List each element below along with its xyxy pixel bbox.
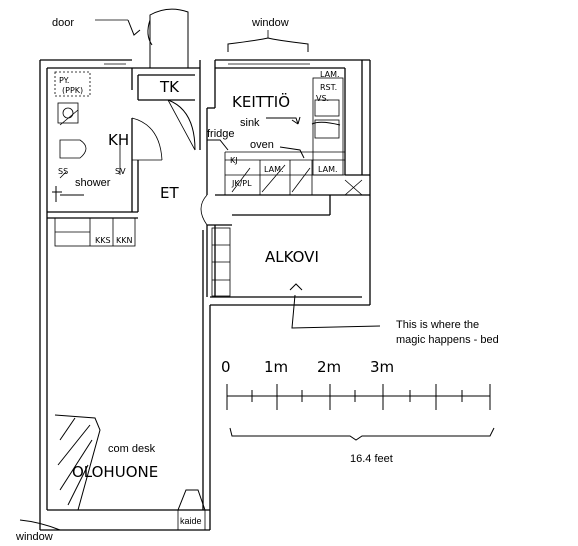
kaide-annotation: kaide [180,516,202,526]
fixture-rst: RST. [320,83,337,92]
fixture-kkn: KKN [116,236,132,245]
room-tk: TK [159,78,180,96]
scale-bar [226,384,495,441]
fridge-annotation: fridge [207,128,235,140]
scale-tick-0: 0 [221,358,231,376]
kitchen-fixtures [224,77,363,196]
et-door [200,194,208,226]
bathroom-fixtures [52,71,121,202]
fixture-ppk: (PPK) [62,86,83,95]
labels: door window sink fridge oven shower com … [15,17,499,543]
fixture-jkpl: JK/PL [231,179,252,188]
fixture-lam1: LAM. [320,70,340,79]
room-alkovi: ALKOVI [265,248,319,266]
room-olohuone: OLOHUONE [72,463,158,481]
kaide-window [177,489,206,530]
window-bottom-annotation: window [15,531,53,543]
room-keittio: KEITTIÖ [232,92,290,111]
scale-tick-2m: 2m [317,358,341,376]
fixture-vs: VS. [316,94,329,103]
room-et: ET [160,184,179,202]
door-annotation: door [52,17,74,29]
outer-walls [39,59,371,531]
entry-door [95,8,196,151]
sink-annotation: sink [240,117,260,129]
fixture-py: PY. [59,76,69,85]
fixture-ss: SS [58,167,68,176]
fixture-kks: KKS [95,236,111,245]
scale-total-label: 16.4 feet [350,453,393,465]
fixture-sv: SV [115,167,126,176]
room-kh: KH [108,131,129,149]
bed-note-line1: This is where the [396,319,479,331]
bath-window [104,59,126,65]
desk [54,414,101,511]
fixture-lam2: LAM. [264,165,284,174]
fixture-kj: KJ [230,156,238,165]
window-top-annotation: window [251,17,289,29]
callout-arrows [207,116,381,329]
bottom-window [19,519,168,531]
bed-note-line2: magic happens - bed [396,334,499,346]
storage-cabinets [54,217,136,247]
alkovi-closet [211,227,231,297]
oven-annotation: oven [250,139,274,151]
scale-tick-1m: 1m [264,358,288,376]
shower-annotation: shower [75,177,111,189]
fixture-lam3: LAM. [318,165,338,174]
com-desk-annotation: com desk [108,443,156,455]
bath-door [131,117,163,161]
scale-tick-3m: 3m [370,358,394,376]
top-window [227,30,310,69]
